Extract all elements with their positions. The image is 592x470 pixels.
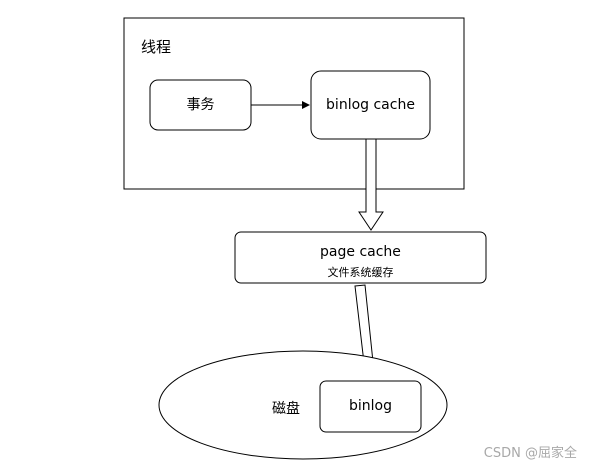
page-cache-label: page cache — [320, 244, 401, 260]
binlog-label: binlog — [349, 398, 392, 414]
thread-label: 线程 — [141, 38, 172, 56]
page-cache-box — [234, 231, 487, 284]
binlog-cache-to-page-cache-arrow — [358, 138, 384, 231]
watermark: CSDN @屈家全 — [483, 446, 577, 461]
transaction-label: 事务 — [186, 97, 215, 113]
page-cache-sublabel: 文件系统缓存 — [327, 266, 394, 279]
binlog-box — [319, 380, 422, 433]
disk-label: 磁盘 — [272, 401, 300, 417]
binlog-cache-label: binlog cache — [326, 97, 415, 113]
